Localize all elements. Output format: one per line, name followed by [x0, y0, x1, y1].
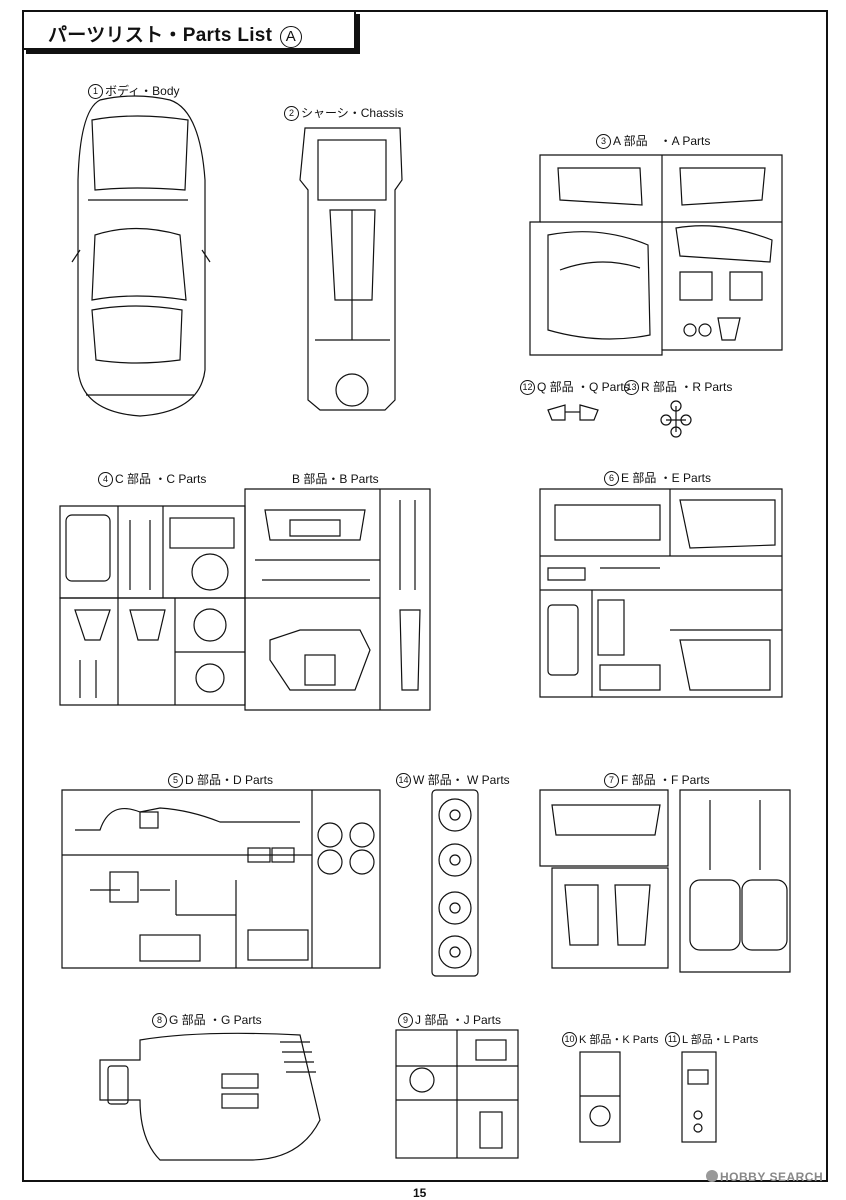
k-parts-sprue — [579, 1051, 621, 1143]
j-parts-sprue — [395, 1029, 519, 1159]
page-number: 15 — [413, 1186, 427, 1200]
watermark: HOBBY SEARCH — [706, 1170, 823, 1184]
parts-list-letter-badge: A — [279, 26, 302, 48]
q-r-parts-drawing — [547, 400, 692, 438]
chassis-drawing — [299, 127, 403, 411]
d-parts-sprue — [61, 789, 381, 969]
hobby-search-logo-icon — [706, 1170, 718, 1182]
page-frame — [22, 10, 828, 1182]
b-parts-sprue — [244, 488, 431, 711]
f-parts-sprue — [539, 789, 791, 973]
e-parts-sprue — [539, 488, 783, 698]
c-parts-sprue — [59, 505, 246, 706]
g-parts-drawing — [99, 1032, 321, 1161]
w-parts-sprue — [431, 789, 479, 977]
a-parts-sprue — [529, 154, 783, 356]
header-box — [22, 10, 356, 50]
l-parts-sprue — [681, 1051, 717, 1143]
section-label-b-parts: B 部品・B Parts — [292, 472, 379, 486]
page-title: パーツリスト・Parts List A — [48, 20, 302, 48]
body-shell-drawing — [71, 95, 211, 417]
